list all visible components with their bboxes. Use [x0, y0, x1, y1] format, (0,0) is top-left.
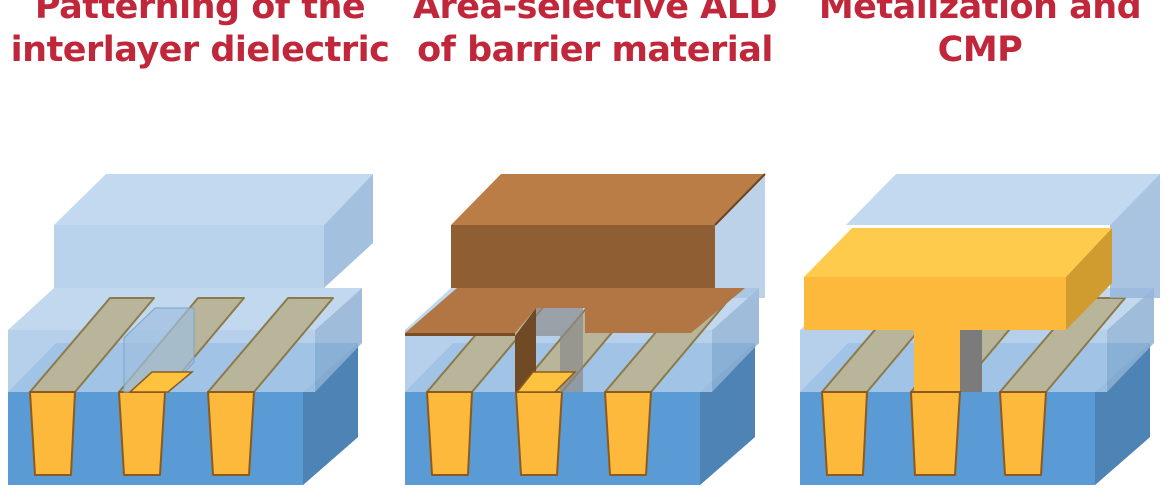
- step-3-diagram: [799, 174, 1160, 486]
- step-1-title-line-2: interlayer dielectric: [10, 30, 390, 70]
- step-3-title-line-2: CMP: [937, 30, 1023, 70]
- step-2-title-line-2: of barrier material: [417, 30, 773, 70]
- step-2-diagram: [404, 173, 766, 486]
- step-3-title: Metalization and CMP: [770, 0, 1170, 72]
- step-1-diagram: [7, 174, 373, 486]
- step-2-title: Area-selective ALD of barrier material: [385, 0, 805, 72]
- step-2-title-line-1: Area-selective ALD: [412, 0, 778, 27]
- step-1-title-line-1: Patterning of the: [34, 0, 366, 27]
- step-1-title: Patterning of the interlayer dielectric: [0, 0, 410, 72]
- step-3-title-line-1: Metalization and: [818, 0, 1142, 27]
